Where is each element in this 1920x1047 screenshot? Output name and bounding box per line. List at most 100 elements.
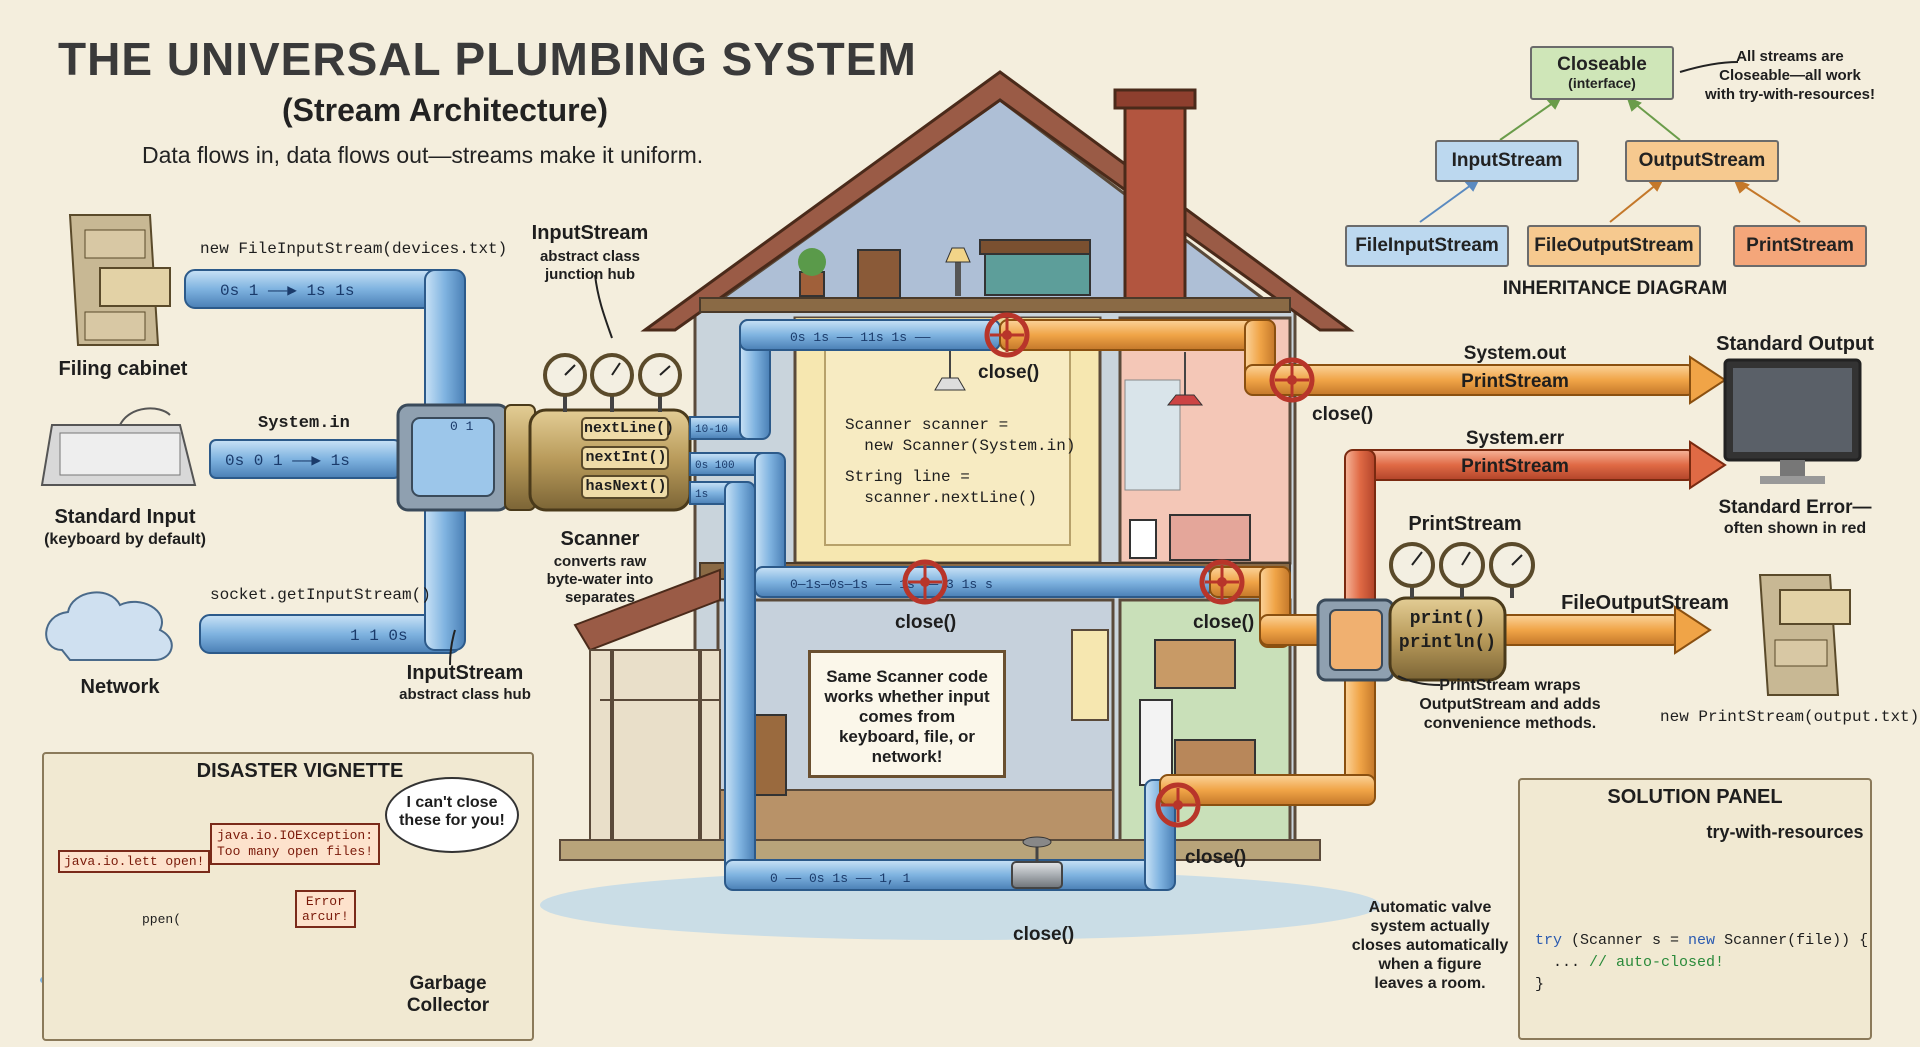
system-err-label: System.err	[1465, 428, 1565, 449]
svg-text:0—1s—0s—1s —— 1s —— 3 1s: 0—1s—0s—1s —— 1s —— 3 1s s	[790, 577, 993, 592]
valve-close-label-1: close()	[978, 362, 1040, 383]
fos-label: FileOutputStream	[1561, 592, 1729, 614]
ioexception-line-2: Too many open files!	[217, 844, 374, 859]
printstream-device	[1316, 542, 1535, 682]
filing-cabinet-label: Filing cabinet	[58, 358, 188, 380]
closeable-note-2: Closeable—all work	[1719, 67, 1861, 84]
speech-line-2: these for you!	[399, 812, 505, 829]
input-hub-top-sub1: abstract class	[539, 248, 641, 265]
scanner-desc2: byte-water into	[546, 571, 654, 588]
auto-valve-note: Automatic valve system actually closes a…	[1345, 898, 1515, 993]
ioexception-line-1: java.io.IOException:	[217, 828, 374, 843]
svg-text:0s 1s —— 11s 1s ——: 0s 1s —— 11s 1s ——	[790, 330, 931, 345]
ioexception-bubble: java.io.IOException: Too many open files…	[210, 823, 381, 865]
socket-code: socket.getInputStream()	[210, 586, 431, 604]
speech-line-1: I can't close	[406, 794, 498, 811]
valve-2	[1269, 357, 1315, 403]
svg-text:0s 1 ——▶ 1s 1s: 0s 1 ——▶ 1s 1s	[220, 282, 354, 300]
svg-text:1 1 0s: 1 1 0s	[350, 627, 408, 645]
inputstream-box: InputStream	[1435, 140, 1579, 182]
auto-note-3: closes automatically	[1351, 937, 1509, 954]
error-line-1: Error	[305, 894, 345, 909]
scanner-desc3: separates	[564, 589, 636, 606]
wrap-note-2: OutputStream and adds	[1419, 696, 1601, 713]
file-input-code: new FileInputStream(devices.txt)	[200, 240, 508, 258]
fos-code: new PrintStream(output.txt)	[1660, 708, 1920, 726]
closeable-name: Closeable	[1557, 53, 1647, 75]
stdout-label: Standard Output	[1716, 333, 1874, 355]
closeable-box: Closeable (interface)	[1530, 46, 1674, 100]
house	[540, 70, 1380, 940]
filing-cabinet-icon	[68, 214, 171, 346]
kw-try: try	[1535, 932, 1563, 949]
stderr-label-2: often shown in red	[1723, 520, 1867, 537]
printstream-box: PrintStream	[1733, 225, 1867, 267]
valve-4	[1199, 559, 1245, 605]
print-method: print()	[1409, 609, 1486, 629]
disaster-title: DISASTER VIGNETTE	[196, 760, 404, 782]
svg-text:1s: 1s	[695, 489, 708, 501]
printstream-out-label: PrintStream	[1461, 371, 1569, 392]
auto-note-4: when a figure	[1378, 956, 1482, 973]
input-pipes: 0s 1 ——▶ 1s 1s 0s 0 1 ——▶ 1s 1 1 0s 0 1	[184, 269, 510, 654]
wrap-note-1: PrintStream wraps	[1439, 677, 1581, 694]
wrap-note-3: convenience methods.	[1423, 715, 1597, 732]
input-hub-bottom-sub: abstract class hub	[399, 686, 531, 703]
fileoutputstream-box: FileOutputStream	[1527, 225, 1701, 267]
system-out-label: System.out	[1463, 343, 1567, 364]
inheritance-arrows	[1499, 96, 1681, 141]
auto-note-2: system actually	[1370, 918, 1490, 935]
valve-6	[1011, 836, 1063, 889]
code-2a: ...	[1535, 954, 1590, 971]
valve-3	[902, 559, 948, 605]
svg-text:0 —— 0s 1s —— 1, 1: 0 —— 0s 1s —— 1, 1	[770, 871, 911, 886]
code-2b: // auto-closed!	[1589, 954, 1725, 971]
code-line-4: scanner.nextLine()	[845, 489, 1038, 507]
kw-new: new	[1688, 932, 1716, 949]
keyboard-icon	[40, 407, 197, 486]
valve-close-label-3: close()	[895, 612, 957, 633]
valve-close-label-6: close()	[1013, 924, 1075, 945]
stdin-sub-label: (keyboard by default)	[44, 531, 206, 548]
tagline: Data flows in, data flows out—streams ma…	[142, 142, 704, 168]
code-3: }	[1535, 976, 1545, 993]
valves	[902, 312, 1315, 889]
stderr-label-1: Standard Error—	[1718, 497, 1872, 518]
svg-text:0s 100: 0s 100	[695, 460, 735, 472]
page-subtitle: (Stream Architecture)	[282, 92, 609, 128]
code-line-3: String line =	[845, 468, 970, 486]
scanner-code-note: Scanner scanner = new Scanner(System.in)…	[845, 415, 1075, 509]
system-in-label: System.in	[258, 414, 350, 433]
fileinputstream-box: FileInputStream	[1345, 225, 1509, 267]
auto-note-5: leaves a room.	[1374, 975, 1486, 992]
outputstream-box: OutputStream	[1625, 140, 1779, 182]
code-1b: Scanner(file)) {	[1715, 932, 1869, 949]
lett-open-bubble: java.io.lett open!	[58, 850, 211, 873]
input-hub-bottom-title: InputStream	[406, 662, 524, 684]
solution-title: SOLUTION PANEL	[1607, 786, 1783, 808]
try-with-resources-label: try-with-resources	[1706, 822, 1864, 842]
code-line-1: Scanner scanner =	[845, 416, 1009, 434]
valve-1	[984, 312, 1030, 358]
closeable-sub: (interface)	[1568, 74, 1636, 91]
page-title: THE UNIVERSAL PLUMBING SYSTEM	[58, 33, 917, 85]
network-label: Network	[80, 676, 160, 698]
garbage-collector-label: Garbage Collector	[406, 973, 490, 1016]
error-bubble: Error arcur!	[295, 890, 356, 928]
scanner-desc1: converts raw	[553, 553, 647, 570]
valve-close-label-4: close()	[1193, 612, 1255, 633]
stdin-label: Standard Input	[54, 506, 196, 528]
input-hub-top-sub2: junction hub	[545, 266, 635, 283]
solution-code: try (Scanner s = new Scanner(file)) { ..…	[1535, 930, 1868, 996]
svg-text:0s 0 1 ——▶ 1s: 0s 0 1 ——▶ 1s	[225, 452, 350, 470]
uniform-code-board: Same Scanner code works whether input co…	[808, 650, 1006, 778]
scanner-method-nextint: nextInt()	[585, 449, 667, 466]
auto-note-1: Automatic valve	[1368, 899, 1492, 916]
scanner-method-nextline: nextLine()	[584, 420, 675, 437]
code-1a: (Scanner s =	[1562, 932, 1689, 949]
closeable-note-1: All streams are	[1736, 48, 1844, 65]
speech-bubble: I can't close these for you!	[385, 777, 519, 853]
output-cabinet-icon	[1758, 574, 1851, 696]
board-text: Same Scanner code works whether input co…	[824, 667, 990, 766]
